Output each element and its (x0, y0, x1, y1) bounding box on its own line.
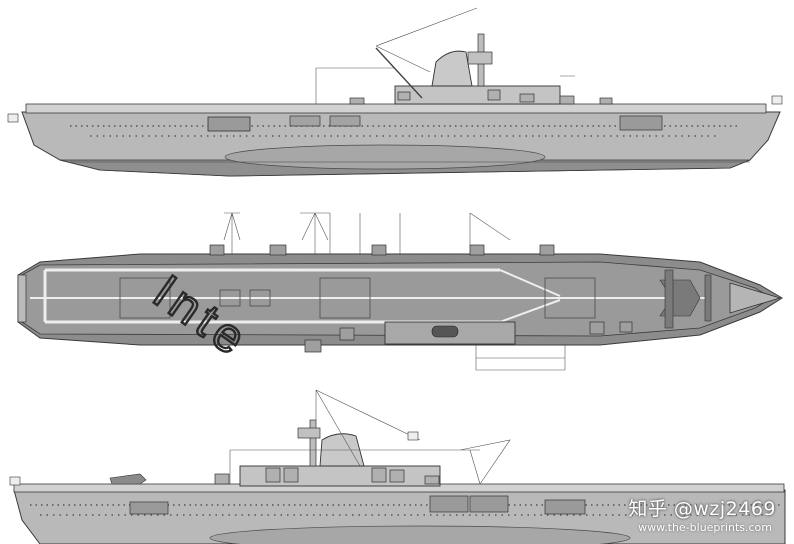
deck-elevators (119, 277, 596, 319)
flag-bottom-stern (9, 476, 21, 486)
bridge-bottom (297, 427, 321, 439)
deck-guns-bottom (214, 467, 440, 485)
casemate-3-top (329, 115, 361, 127)
parked-aircraft (659, 269, 712, 329)
watermark-site: www.the-blueprints.com (638, 521, 772, 534)
bridge-top (467, 51, 493, 65)
side-profile-top (7, 7, 783, 177)
bulge-bottom (209, 525, 631, 544)
casemate-2-top (289, 115, 321, 127)
rigging-top (315, 7, 575, 104)
bulge-top (224, 144, 546, 170)
plan-sponsons (209, 244, 633, 353)
crane-top (375, 47, 423, 99)
plan-bow-tip (729, 282, 782, 314)
casemate-4-top (619, 115, 663, 131)
island-base-top (394, 85, 561, 105)
casemate-1-top (207, 116, 251, 132)
deck-guns-top (349, 89, 613, 105)
plan-view: Inte (17, 212, 783, 371)
bow-flag-top (771, 95, 783, 105)
casemates-bottom (129, 495, 586, 515)
watermark-text: 知乎 @wzj2469 (628, 498, 776, 520)
rigging-bottom (229, 389, 511, 485)
stern-flag-top (7, 113, 19, 123)
plan-funnel (431, 325, 459, 338)
side-profile-bottom (9, 389, 786, 544)
flag-bottom-mast (407, 431, 419, 441)
plan-ladder (475, 345, 566, 371)
mast-bottom (309, 419, 317, 467)
flight-deck-edge-top (25, 103, 767, 114)
funnel-top (431, 50, 473, 87)
plan-stern-block (17, 274, 27, 323)
plan-rigging (223, 212, 511, 254)
plane-on-deck-bottom (109, 473, 147, 485)
deck-stripe-bow-converge (499, 269, 561, 323)
